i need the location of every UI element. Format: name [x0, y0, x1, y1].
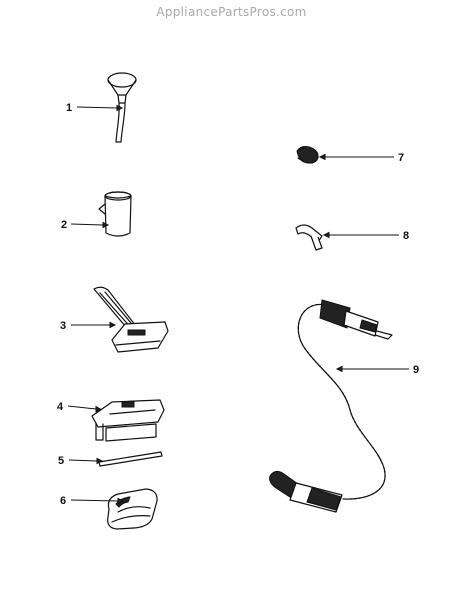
callout-8: 8	[403, 230, 409, 242]
callout-3: 3	[60, 320, 66, 332]
callout-1: 1	[66, 102, 72, 114]
callout-7: 7	[398, 152, 404, 164]
funnel-icon	[107, 72, 137, 143]
tool-attachment-icon	[93, 286, 169, 353]
hose-assembly-icon	[269, 299, 393, 513]
measuring-cup-icon	[98, 191, 132, 237]
squeegee-blade-icon	[98, 451, 163, 467]
squeegee-frame-icon	[91, 399, 165, 442]
elbow-connector-icon	[295, 224, 323, 251]
callout-6: 6	[60, 495, 66, 507]
callout-5: 5	[58, 455, 64, 467]
leader-lines	[67, 104, 409, 505]
small-nozzle-icon	[296, 146, 319, 164]
callout-4: 4	[57, 401, 64, 413]
callout-2: 2	[61, 219, 67, 231]
watermark: AppliancePartsPros.com	[156, 5, 307, 19]
callout-9: 9	[413, 364, 419, 376]
brush-icon	[107, 488, 158, 530]
